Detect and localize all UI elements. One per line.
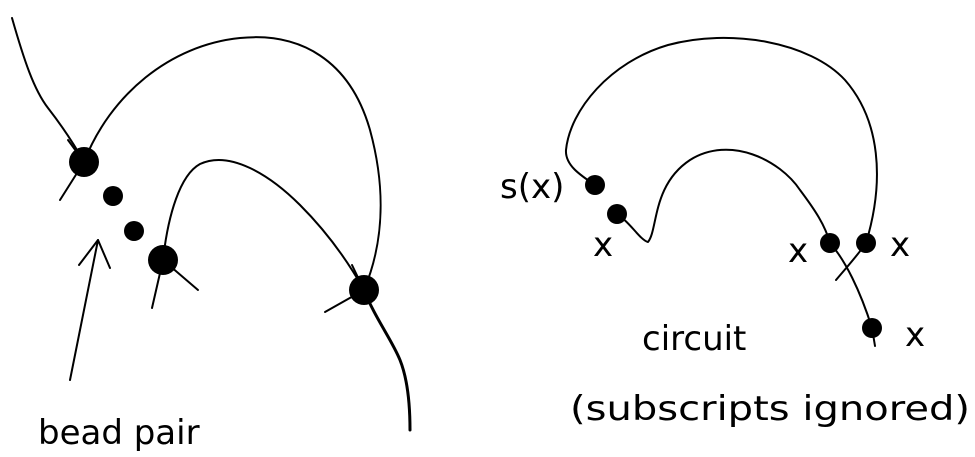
circuit-inner-arc xyxy=(616,148,831,244)
x-label-2: x xyxy=(788,231,808,271)
big-node-1 xyxy=(69,147,99,177)
bead-2 xyxy=(124,221,144,241)
bead-1 xyxy=(103,186,123,206)
left-diagram: bead pair xyxy=(11,17,412,453)
x-label-1: x xyxy=(593,225,613,265)
circuit-node-2 xyxy=(607,204,627,224)
circuit-node-5 xyxy=(862,318,882,338)
circuit-note: (subscripts ignored) xyxy=(570,389,970,429)
arrow-shaft xyxy=(69,239,99,381)
strand-top-left xyxy=(11,17,85,163)
big-node-4 xyxy=(349,275,379,305)
right-diagram: s(x) x x x x circuit (subscripts ignored… xyxy=(500,36,970,429)
arrow-label: bead pair xyxy=(38,413,200,453)
arrow-head xyxy=(78,239,111,269)
outer-arc xyxy=(83,36,382,291)
x-label-4: x xyxy=(905,315,925,355)
inner-arc xyxy=(162,159,365,291)
start-label: s(x) xyxy=(500,167,564,207)
crossing-strand-a xyxy=(829,242,873,329)
circuit-node-3 xyxy=(820,233,840,253)
circuit-caption: circuit xyxy=(642,319,746,359)
x-label-3: x xyxy=(890,225,910,265)
circuit-outer-arc xyxy=(564,36,878,244)
strand-bottom-right xyxy=(362,288,412,432)
circuit-node-4 xyxy=(856,233,876,253)
big-node-3 xyxy=(148,245,178,275)
circuit-node-start xyxy=(585,175,605,195)
